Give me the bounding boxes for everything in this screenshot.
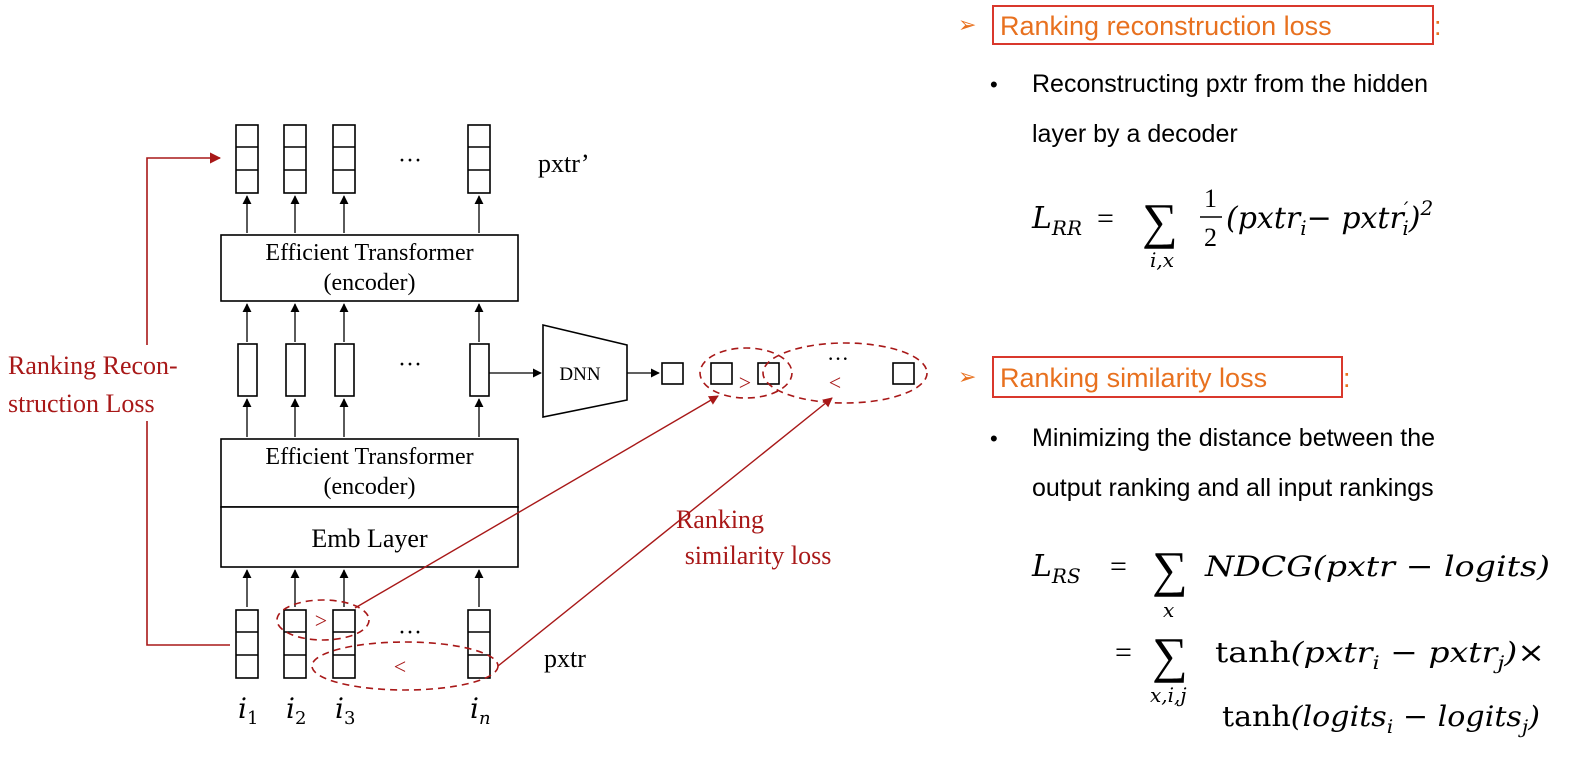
score-box <box>892 362 915 385</box>
pxtr-prime-label: pxtr’ <box>538 149 590 178</box>
section2-bullet-dot: • <box>990 426 998 451</box>
arrows-top <box>242 195 484 233</box>
svg-text:x,i,j: x,i,j <box>1150 683 1187 707</box>
score-box <box>757 362 780 385</box>
section1-title-colon: : <box>1434 11 1442 41</box>
input-index-labels: i1 i2 i3 in <box>238 692 491 729</box>
input-stack <box>467 609 491 679</box>
section1-title: Ranking reconstruction loss <box>1000 11 1332 41</box>
section1-bullet-line2: layer by a decoder <box>1032 120 1238 148</box>
input-stack <box>283 609 307 679</box>
hidden-vector <box>285 343 306 397</box>
svg-text:(pxtri− pxtr′i)2: (pxtri− pxtr′i)2 <box>1226 196 1433 240</box>
section1-bullet-line1: Reconstructing pxtr from the hidden <box>1032 70 1428 98</box>
score-box <box>710 362 733 385</box>
section1-bullet-dot: • <box>990 72 998 97</box>
hidden-vector <box>237 343 258 397</box>
input-stack <box>235 609 259 679</box>
svg-text:∑: ∑ <box>1152 541 1188 597</box>
emb-layer-label: Emb Layer <box>311 524 428 553</box>
svg-text:2: 2 <box>1204 223 1217 252</box>
input-stacks <box>235 609 491 679</box>
input-ellipsis: ··· <box>398 620 422 646</box>
transformer-top-line2: (encoder) <box>324 270 416 296</box>
svg-text:x: x <box>1163 598 1174 622</box>
hidden-vectors <box>237 343 490 397</box>
section1-title-box <box>992 5 1434 45</box>
efficient-transformer-top <box>220 234 519 302</box>
svg-text:=: = <box>1115 636 1132 669</box>
input-index: i1 <box>238 692 258 729</box>
section2-bullet-line2: output ranking and all input rankings <box>1032 474 1434 502</box>
left-label-bg <box>4 345 214 421</box>
dnn-block <box>542 323 628 418</box>
formula-lrr: LRR = ∑ i,x 1 2 (pxtri− pxtr′i)2 <box>1031 184 1433 272</box>
output-stack <box>332 124 356 194</box>
arrows-transformer-to-hidden <box>242 398 484 437</box>
svg-text:NDCG(pxtr − logits): NDCG(pxtr − logits) <box>1204 550 1550 583</box>
hidden-vector <box>334 343 355 397</box>
transformer-bottom-line1: Efficient Transformer <box>265 444 473 470</box>
svg-text:∑: ∑ <box>1142 193 1178 249</box>
input-index: i2 <box>286 692 306 729</box>
compare-ellipse-output-1 <box>699 347 793 399</box>
compare-greater-input: > <box>315 608 327 633</box>
hidden-ellipsis: ··· <box>398 352 422 378</box>
emb-layer <box>220 506 519 568</box>
pxtr-label: pxtr <box>544 644 586 673</box>
input-index: i3 <box>335 692 355 729</box>
section2-title-colon: : <box>1343 363 1351 393</box>
svg-text:i,x: i,x <box>1150 248 1174 272</box>
formula-lrs: LRS = ∑ x NDCG(pxtr − logits) = ∑ x,i,j … <box>1031 541 1550 738</box>
svg-text:∑: ∑ <box>1152 627 1188 683</box>
section2-marker: ➢ <box>958 364 976 389</box>
efficient-transformer-bottom <box>220 438 519 508</box>
svg-text:=: = <box>1110 550 1127 583</box>
output-stack <box>235 124 259 194</box>
compare-greater-output: > <box>739 370 751 395</box>
svg-text:1: 1 <box>1204 184 1217 213</box>
output-stack <box>283 124 307 194</box>
similarity-loss-line1: Ranking <box>676 505 764 534</box>
compare-ellipse-input-1 <box>276 599 370 641</box>
similarity-link-2 <box>497 397 833 667</box>
compare-less-output: < <box>829 370 841 395</box>
input-index: in <box>470 692 491 729</box>
section2-title-box <box>992 356 1343 398</box>
arrows-hidden-up <box>242 303 484 342</box>
section2-bullet-line1: Minimizing the distance between the <box>1032 424 1435 452</box>
input-stack <box>332 609 356 679</box>
score-box <box>661 362 684 385</box>
left-loss-line1: Ranking Recon- <box>8 351 178 380</box>
transformer-bottom-line2: (encoder) <box>324 474 416 500</box>
transformer-top-line1: Efficient Transformer <box>265 240 473 266</box>
ranking-scores <box>661 362 915 385</box>
hidden-vector <box>469 343 490 397</box>
compare-ellipse-output-2 <box>762 342 928 404</box>
compare-less-input: < <box>394 654 406 679</box>
arrows-input-up <box>242 569 484 607</box>
svg-text:=: = <box>1097 202 1114 235</box>
scores-ellipsis: ··· <box>827 346 849 371</box>
section1-marker: ➢ <box>958 12 976 37</box>
output-ellipsis: ··· <box>398 148 422 174</box>
similarity-loss-line2: similarity loss <box>685 541 832 570</box>
output-stacks <box>235 124 491 194</box>
dnn-label: DNN <box>559 364 600 385</box>
similarity-link-1 <box>354 395 719 609</box>
svg-text:LRS: LRS <box>1031 549 1081 588</box>
svg-text:LRR: LRR <box>1031 201 1082 240</box>
section2-title: Ranking similarity loss <box>1000 363 1267 393</box>
output-stack <box>467 124 491 194</box>
left-loss-line2: struction Loss <box>8 389 155 418</box>
